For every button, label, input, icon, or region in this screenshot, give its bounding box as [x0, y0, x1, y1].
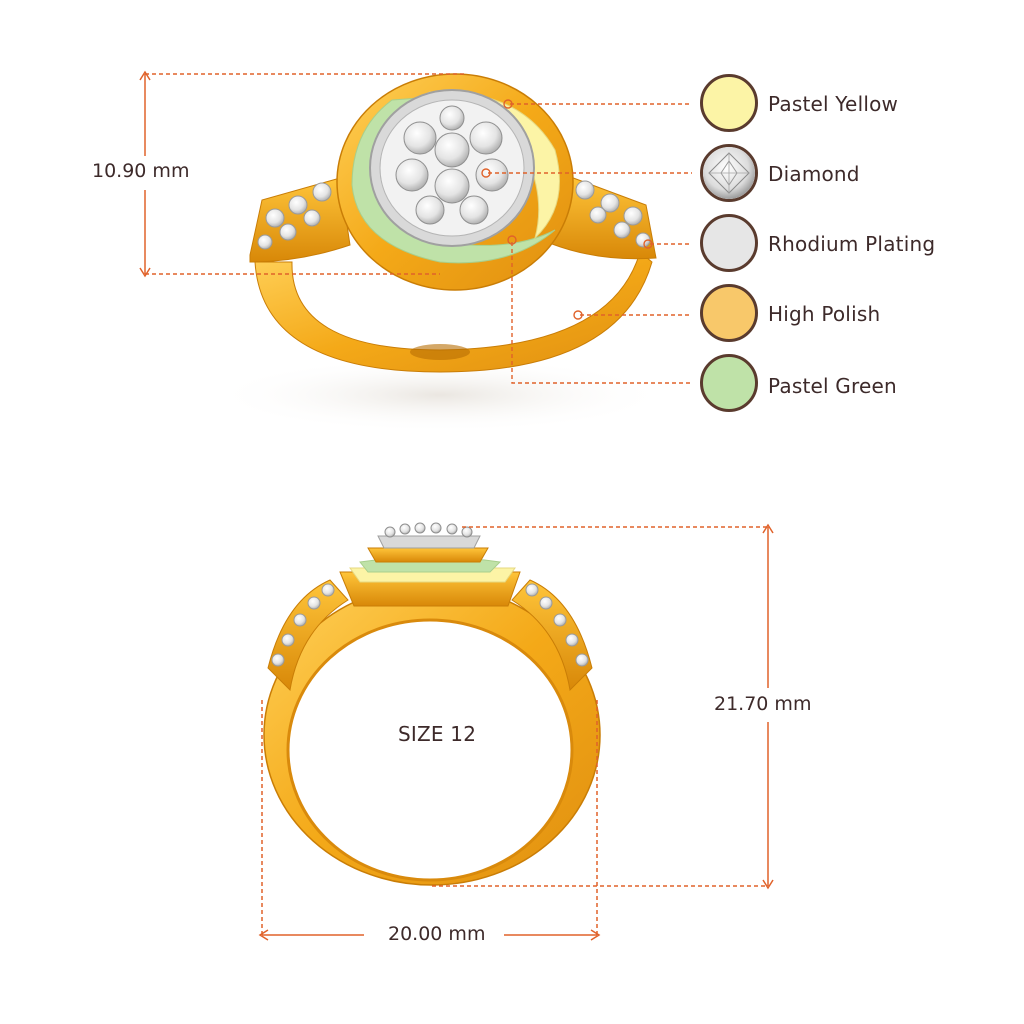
ring-band	[254, 251, 653, 373]
legend-leader-lines	[488, 103, 692, 384]
diamond-icon	[700, 144, 758, 202]
width-label-front: 20.00 mm	[384, 923, 490, 945]
swatch-pastel-yellow	[700, 74, 758, 132]
legend-label-rhodium-plating: Rhodium Plating	[768, 232, 936, 256]
legend-label-diamond: Diamond	[768, 162, 860, 186]
front-cluster-diamonds	[384, 522, 473, 538]
leader-markers	[481, 99, 653, 320]
shoulder-diamonds	[257, 180, 651, 250]
height-dimension-top	[139, 70, 465, 278]
front-shoulder-diamonds	[271, 583, 589, 667]
height-label-top: 10.90 mm	[88, 160, 194, 182]
swatch-pastel-green	[700, 354, 758, 412]
legend-label-high-polish: High Polish	[768, 302, 881, 326]
height-label-front: 21.70 mm	[710, 693, 816, 715]
legend-label-pastel-yellow: Pastel Yellow	[768, 92, 899, 116]
top-view-ring	[210, 73, 670, 433]
ring-shadow	[210, 357, 670, 433]
cluster-diamonds	[395, 105, 509, 225]
legend-label-pastel-green: Pastel Green	[768, 374, 897, 398]
width-dimension-front	[258, 700, 601, 941]
front-view-ring	[263, 522, 601, 886]
swatch-high-polish	[700, 284, 758, 342]
ring-opening	[286, 618, 574, 882]
height-dimension-front	[432, 523, 774, 890]
ring-size-label: SIZE 12	[398, 722, 477, 746]
swatch-rhodium-plating	[700, 214, 758, 272]
